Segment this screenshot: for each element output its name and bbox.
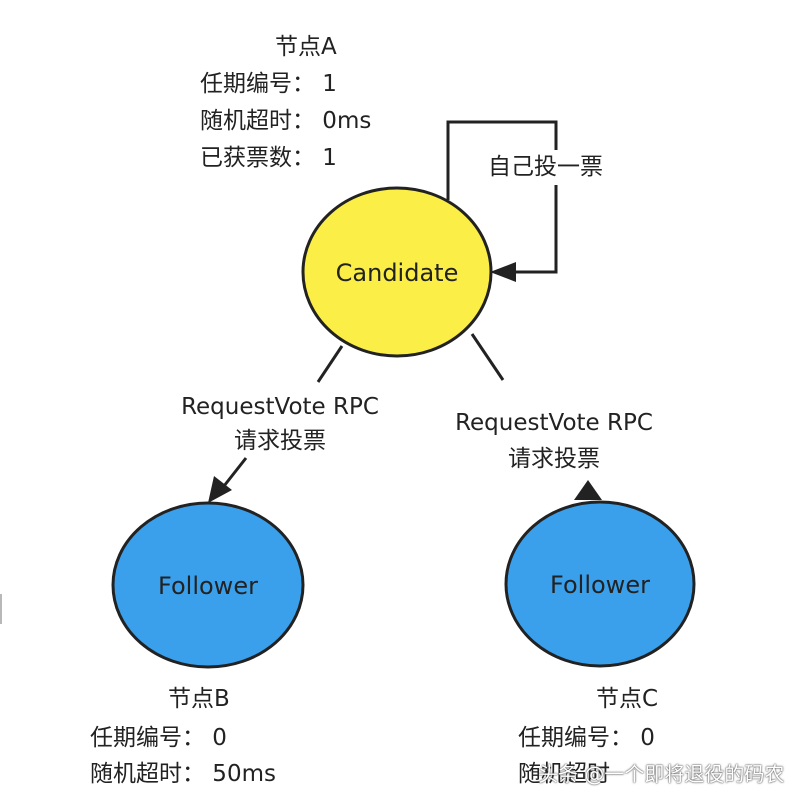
edge-right-arrowhead [574, 480, 602, 500]
follower-c-node [504, 500, 696, 668]
candidate-node [301, 186, 493, 358]
edge-right-label-line1: RequestVote RPC [455, 410, 653, 436]
edge-right-label-line2: 请求投票 [508, 446, 600, 472]
node-b-timeout: 随机超时： 50ms [90, 761, 276, 787]
self-vote-loop [446, 120, 558, 274]
node-c-title: 节点C [596, 686, 659, 712]
follower-c-label: Follower [550, 571, 650, 599]
edge-left-label-line2: 请求投票 [234, 428, 326, 454]
node-a-term: 任期编号： 1 [200, 71, 337, 97]
watermark: 头条 @一个即将退役的码农 [538, 762, 785, 786]
node-b-title: 节点B [168, 686, 230, 712]
node-c-term: 任期编号： 0 [518, 725, 655, 751]
self-vote-label: 自己投一票 [488, 150, 603, 185]
self-vote-arrowhead [490, 262, 516, 282]
edge-left-lower [222, 457, 248, 487]
follower-b-node [111, 501, 305, 669]
candidate-label: Candidate [336, 259, 459, 287]
node-c-timeout: 随机超时 [518, 761, 610, 787]
node-a-votes: 已获票数： 1 [200, 145, 337, 171]
left-edge-artifact [0, 594, 10, 624]
follower-b-label: Follower [158, 572, 258, 600]
edge-left-label-line1: RequestVote RPC [181, 394, 379, 420]
node-b-term: 任期编号： 0 [90, 725, 227, 751]
node-a-timeout: 随机超时： 0ms [200, 108, 372, 134]
edge-right-upper [470, 333, 505, 381]
node-a-title: 节点A [275, 34, 337, 60]
edge-left-arrowhead [208, 476, 232, 503]
edge-left-upper [316, 345, 344, 383]
